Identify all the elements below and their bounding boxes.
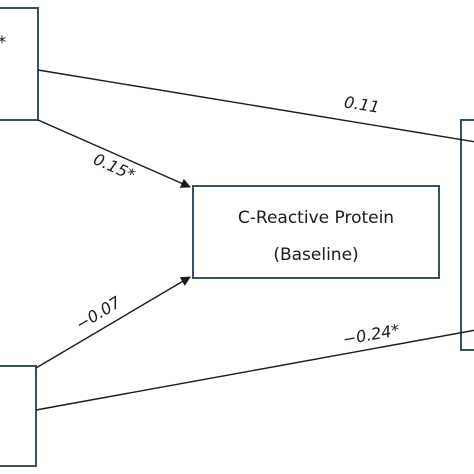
node-center-label-line2: (Baseline) xyxy=(273,245,358,265)
coef-top-to-right: 0.11 xyxy=(343,92,381,116)
path-top-to-center xyxy=(37,119,191,188)
node-center-label-line1: C-Reactive Protein xyxy=(238,208,394,228)
coef-bottom-to-center: −0.07 xyxy=(72,292,125,334)
path-bottom-to-center xyxy=(35,276,191,369)
node-top-left-label: * xyxy=(0,33,6,53)
node-top-left: * xyxy=(0,7,39,121)
node-bottom-left xyxy=(0,365,37,467)
coef-top-to-center: 0.15* xyxy=(90,149,138,184)
node-center: C-Reactive Protein (Baseline) xyxy=(192,185,440,279)
path-bottom-to-right xyxy=(35,329,474,411)
path-top-to-right xyxy=(37,69,474,143)
node-right xyxy=(460,119,474,351)
